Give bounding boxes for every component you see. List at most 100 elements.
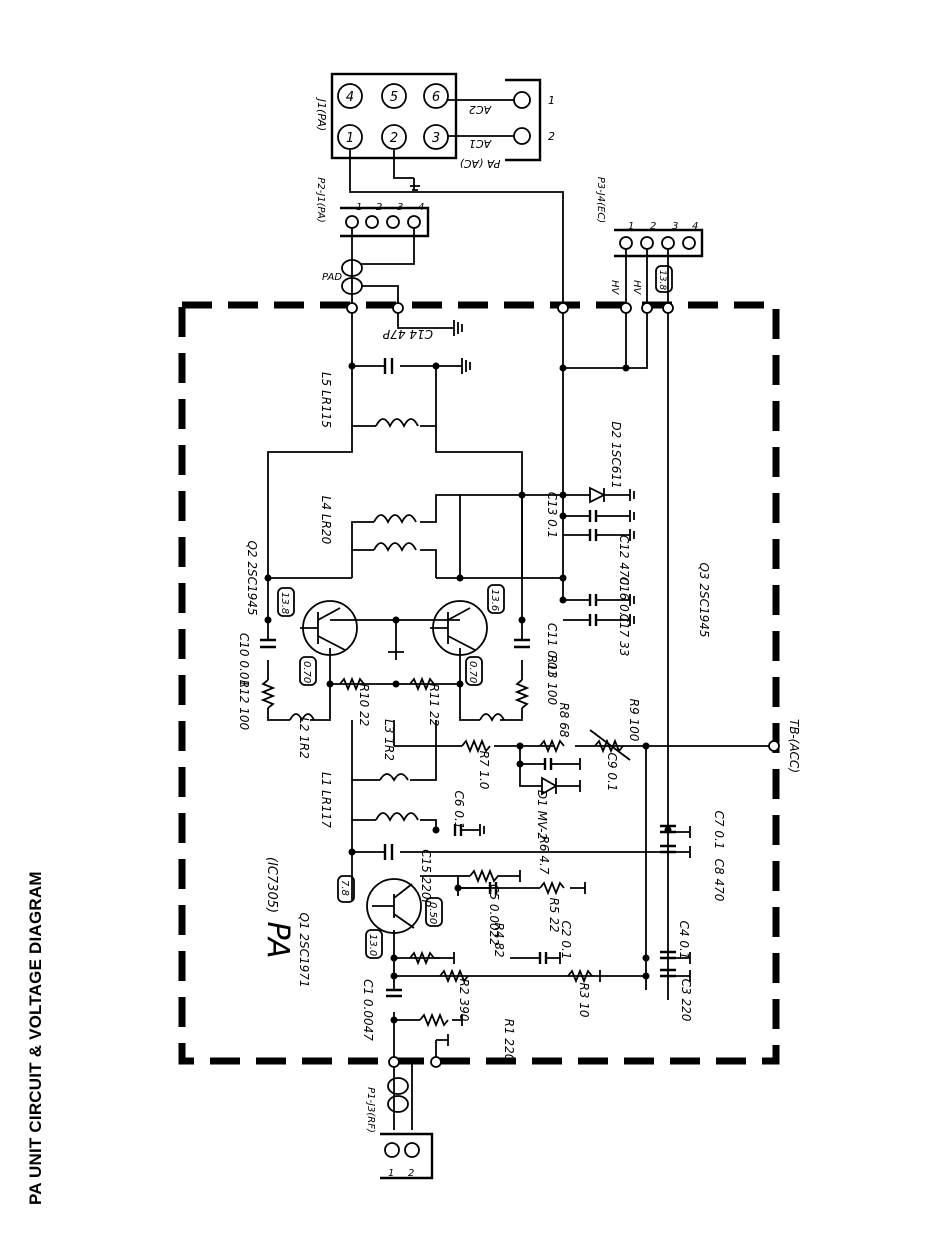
boundary-nodes xyxy=(346,302,780,1068)
inductor-l1 xyxy=(375,812,419,823)
svg-text:1: 1 xyxy=(356,202,362,213)
resistor-r3 xyxy=(567,968,593,984)
diode-d2 xyxy=(589,486,607,504)
transistor-q2b xyxy=(430,600,488,656)
svg-text:D2 1SC611: D2 1SC611 xyxy=(609,421,623,488)
capacitor-c17 xyxy=(588,614,598,626)
svg-text:3: 3 xyxy=(432,131,440,146)
svg-text:R11 22: R11 22 xyxy=(427,684,441,727)
resistor-r7 xyxy=(461,738,491,754)
capacitor-c16 xyxy=(588,594,598,606)
capacitor-c5 xyxy=(488,882,498,894)
svg-text:R8 68: R8 68 xyxy=(557,702,571,737)
ground-symbols xyxy=(388,178,691,1046)
svg-text:2: 2 xyxy=(390,131,398,146)
svg-text:D1 MV-2: D1 MV-2 xyxy=(535,790,549,840)
svg-text:R9 100: R9 100 xyxy=(627,699,641,742)
resistor-r13 xyxy=(514,679,530,709)
resistor-r11 xyxy=(409,676,435,692)
resistor-r6 xyxy=(469,868,520,884)
svg-text:0.50: 0.50 xyxy=(427,902,438,924)
svg-text:L3 1R2: L3 1R2 xyxy=(382,719,396,761)
resistor-r5 xyxy=(539,880,565,896)
svg-text:R13 100: R13 100 xyxy=(545,655,559,706)
svg-text:2: 2 xyxy=(548,130,555,143)
svg-text:L5 LR115: L5 LR115 xyxy=(319,372,333,428)
svg-text:L2 1R2: L2 1R2 xyxy=(297,717,311,759)
svg-text:1: 1 xyxy=(548,94,555,107)
svg-text:L4 LR20: L4 LR20 xyxy=(319,496,333,545)
svg-text:C5 0.0022: C5 0.0022 xyxy=(487,884,501,946)
svg-text:C3 220: C3 220 xyxy=(679,979,693,1022)
svg-text:HV: HV xyxy=(609,280,620,296)
capacitor-c12 xyxy=(588,529,598,541)
transistor-q1 xyxy=(366,878,422,934)
capacitor-c1 xyxy=(386,988,402,998)
svg-text:13.6: 13.6 xyxy=(489,589,500,611)
svg-text:C8 470: C8 470 xyxy=(712,859,726,902)
unit-part-label: (IC7305) xyxy=(264,857,279,913)
svg-text:C12 470: C12 470 xyxy=(617,535,631,586)
svg-text:L1 LR117: L1 LR117 xyxy=(319,772,333,828)
svg-text:C14 47P: C14 47P xyxy=(382,327,433,341)
inductor-l5 xyxy=(375,418,419,429)
svg-text:R6 4.7: R6 4.7 xyxy=(537,836,551,875)
svg-text:3: 3 xyxy=(672,221,678,232)
resistor-r12 xyxy=(260,679,276,709)
svg-text:7.8: 7.8 xyxy=(339,880,350,896)
resistor-r4 xyxy=(409,950,454,966)
svg-text:2: 2 xyxy=(650,221,656,232)
pa-unit-boundary xyxy=(178,301,780,1065)
svg-text:R5 22: R5 22 xyxy=(547,897,561,932)
svg-text:C2 0.1: C2 0.1 xyxy=(559,921,573,960)
svg-text:R10 22: R10 22 xyxy=(357,684,371,727)
svg-text:C1 0.0047: C1 0.0047 xyxy=(361,979,375,1041)
inductor-l2 xyxy=(289,713,315,723)
svg-text:PA (AC): PA (AC) xyxy=(460,157,501,170)
component-labels: L5 LR115 C14 47P L4 LR20 D2 1SC611 C13 0… xyxy=(237,327,801,1062)
capacitor-c8 xyxy=(660,844,676,854)
svg-text:C10 0.01: C10 0.01 xyxy=(237,633,251,687)
capacitor-c14 xyxy=(383,358,394,374)
p2-label: P2-J1(PA) xyxy=(315,177,326,223)
svg-text:R3 10: R3 10 xyxy=(577,982,591,1017)
svg-text:3: 3 xyxy=(397,202,403,213)
svg-text:C13 0.1: C13 0.1 xyxy=(545,492,559,539)
svg-text:AC2: AC2 xyxy=(469,103,492,116)
svg-text:2: 2 xyxy=(408,1168,414,1179)
svg-text:13.0: 13.0 xyxy=(367,934,378,956)
connector-p3: 1 2 3 4 P3-J4(EC) HV HV 13.8 xyxy=(595,177,704,296)
svg-text:C4 0.1: C4 0.1 xyxy=(677,921,691,960)
j1-label: J1(PA) xyxy=(315,97,328,131)
resistor-r10 xyxy=(339,676,365,692)
capacitor-c9 xyxy=(543,758,553,770)
capacitor-c15 xyxy=(383,844,394,860)
inductor-l4 xyxy=(373,542,417,553)
svg-text:4: 4 xyxy=(346,90,354,105)
svg-text:13.8: 13.8 xyxy=(657,270,667,290)
connector-p1: 1 2 P1-J3(RF) xyxy=(365,1087,434,1180)
capacitor-c13 xyxy=(588,510,598,522)
capacitors xyxy=(260,358,676,998)
unit-label: PA xyxy=(260,921,295,958)
inductor-l3 xyxy=(479,713,505,723)
capacitor-c10 xyxy=(260,638,276,649)
svg-text:Q3 2SC1945: Q3 2SC1945 xyxy=(697,562,711,637)
svg-text:R4 82: R4 82 xyxy=(492,922,506,957)
svg-text:C16 0.1: C16 0.1 xyxy=(617,577,631,624)
svg-text:R7 1.0: R7 1.0 xyxy=(477,751,491,790)
voltage-labels: 13.8 13.6 0.70 0.70 7.8 0.50 13.0 xyxy=(277,584,505,959)
svg-text:TB-(ACC): TB-(ACC) xyxy=(787,719,801,773)
svg-text:Q1 2SC1971: Q1 2SC1971 xyxy=(297,912,311,987)
svg-text:Q2 2SC1945: Q2 2SC1945 xyxy=(245,540,259,615)
capacitor-c11 xyxy=(514,638,530,649)
resistor-r9 xyxy=(594,738,624,754)
capacitor-c2 xyxy=(538,952,548,964)
resistor-r1 xyxy=(419,1012,449,1028)
svg-text:R1 220: R1 220 xyxy=(502,1019,516,1062)
svg-text:C11 0.01: C11 0.01 xyxy=(545,623,559,677)
transistor-q2a xyxy=(300,600,358,656)
p3-label: P3-J4(EC) xyxy=(595,177,606,223)
inductor-l20 xyxy=(373,514,417,525)
